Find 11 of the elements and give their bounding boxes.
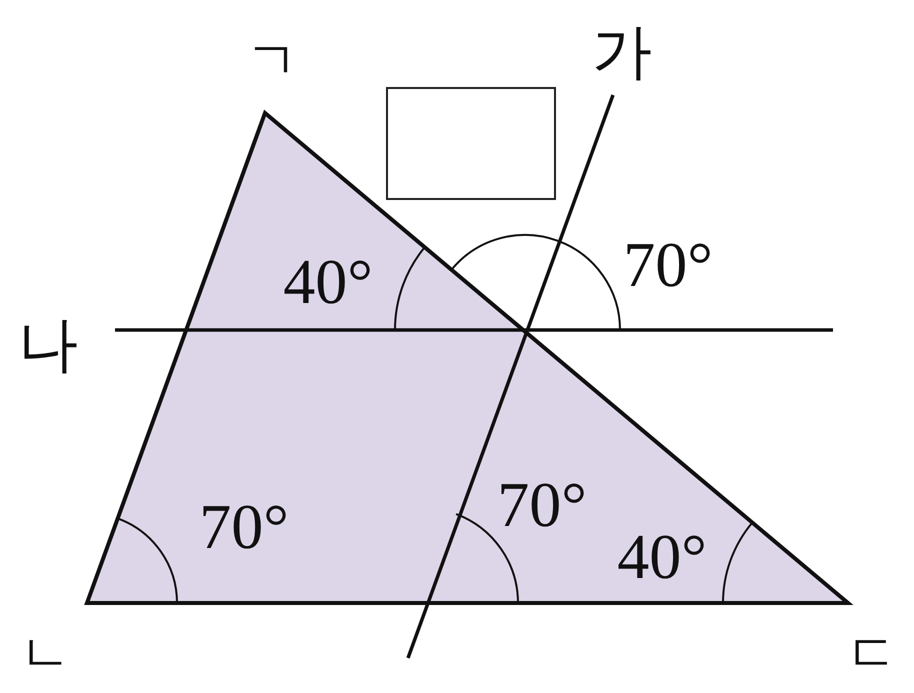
- angle-label: 70°: [497, 473, 587, 537]
- point-label: ㄱ: [246, 36, 298, 88]
- angle-label: 40°: [617, 525, 707, 589]
- angle-label: 70°: [199, 495, 289, 559]
- angle-label: 40°: [283, 250, 373, 314]
- line-label: 가: [592, 22, 652, 82]
- answer-box: [386, 87, 556, 200]
- point-label: ㄴ: [19, 629, 71, 681]
- point-label: ㄷ: [846, 629, 898, 681]
- angle-label: 70°: [623, 233, 713, 297]
- line-label: 나: [18, 315, 78, 375]
